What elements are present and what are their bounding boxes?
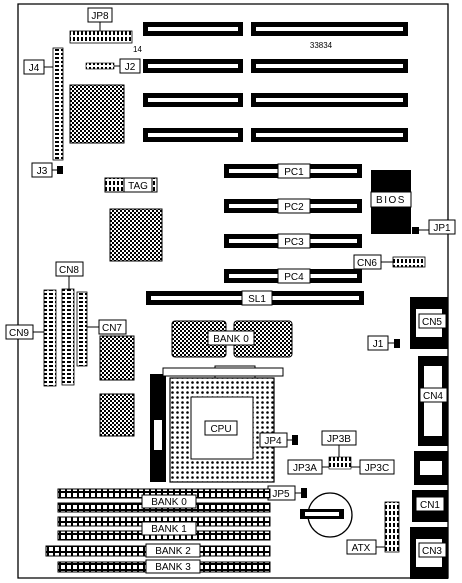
jp8-header [69, 30, 133, 44]
cn8-label: CN8 [59, 265, 79, 276]
part-number: 33834 [310, 41, 333, 50]
jp4-header [292, 435, 298, 445]
chip-lower-a [99, 335, 135, 381]
bank0-label: BANK 0 [151, 497, 187, 508]
jp5-label: JP5 [272, 489, 290, 500]
cn4-label: CN4 [423, 391, 443, 402]
cn7-label: CN7 [102, 323, 122, 334]
cn7-header [76, 291, 88, 367]
j1-label: J1 [373, 339, 384, 350]
cpu-label: CPU [210, 424, 231, 435]
cn1-label: CN1 [420, 500, 440, 511]
jp8-label: JP8 [91, 11, 109, 22]
j3-label: J3 [37, 166, 48, 177]
atx-connector [384, 501, 400, 553]
chip-upper [69, 84, 125, 144]
simm-banks: BANK 0 BANK 1 BANK 2 BANK 3 [45, 488, 271, 574]
pc4-label: PC4 [284, 272, 304, 283]
jp4-label: JP4 [264, 436, 282, 447]
bank0-top-label: BANK 0 [213, 334, 249, 345]
pc2-label: PC2 [284, 202, 304, 213]
cn9-header [43, 289, 57, 387]
j1-header [394, 339, 400, 348]
jp3c-label: JP3C [365, 463, 389, 474]
jp1-label: JP1 [433, 223, 451, 234]
pin14-label: 14 [133, 45, 142, 54]
jp5-header [301, 488, 307, 498]
pc3-label: PC3 [284, 237, 304, 248]
cn9-label: CN9 [9, 328, 29, 339]
cn6-label: CN6 [357, 258, 377, 269]
j2-header [85, 62, 115, 70]
j3-header [57, 166, 63, 174]
chip-lower-b [99, 393, 135, 437]
chip-middle [109, 208, 163, 262]
bank1-label: BANK 1 [151, 524, 187, 535]
j2-label: J2 [125, 62, 136, 73]
jp3-headers [328, 456, 352, 470]
isa-slots [143, 22, 408, 142]
cn3-label: CN3 [422, 546, 442, 557]
jp3b-label: JP3B [327, 434, 351, 445]
tag-label: TAG [128, 181, 148, 192]
pc1-label: PC1 [284, 167, 304, 178]
pci-slots: PC1 PC2 PC3 PC4 [224, 163, 362, 284]
j4-label: J4 [29, 63, 40, 74]
sl1-label: SL1 [248, 294, 266, 305]
bank3-label: BANK 3 [155, 562, 191, 573]
cn5-label: CN5 [422, 317, 442, 328]
j4-header [52, 47, 64, 161]
atx-label: ATX [352, 543, 371, 554]
cn6-connector [392, 256, 426, 268]
jp3a-label: JP3A [293, 463, 317, 474]
amp-label: AMP [158, 452, 167, 469]
jp1-header [412, 227, 419, 234]
bios-label: BIOS [376, 195, 406, 206]
cn8-header [61, 288, 75, 386]
bank2-label: BANK 2 [155, 546, 191, 557]
